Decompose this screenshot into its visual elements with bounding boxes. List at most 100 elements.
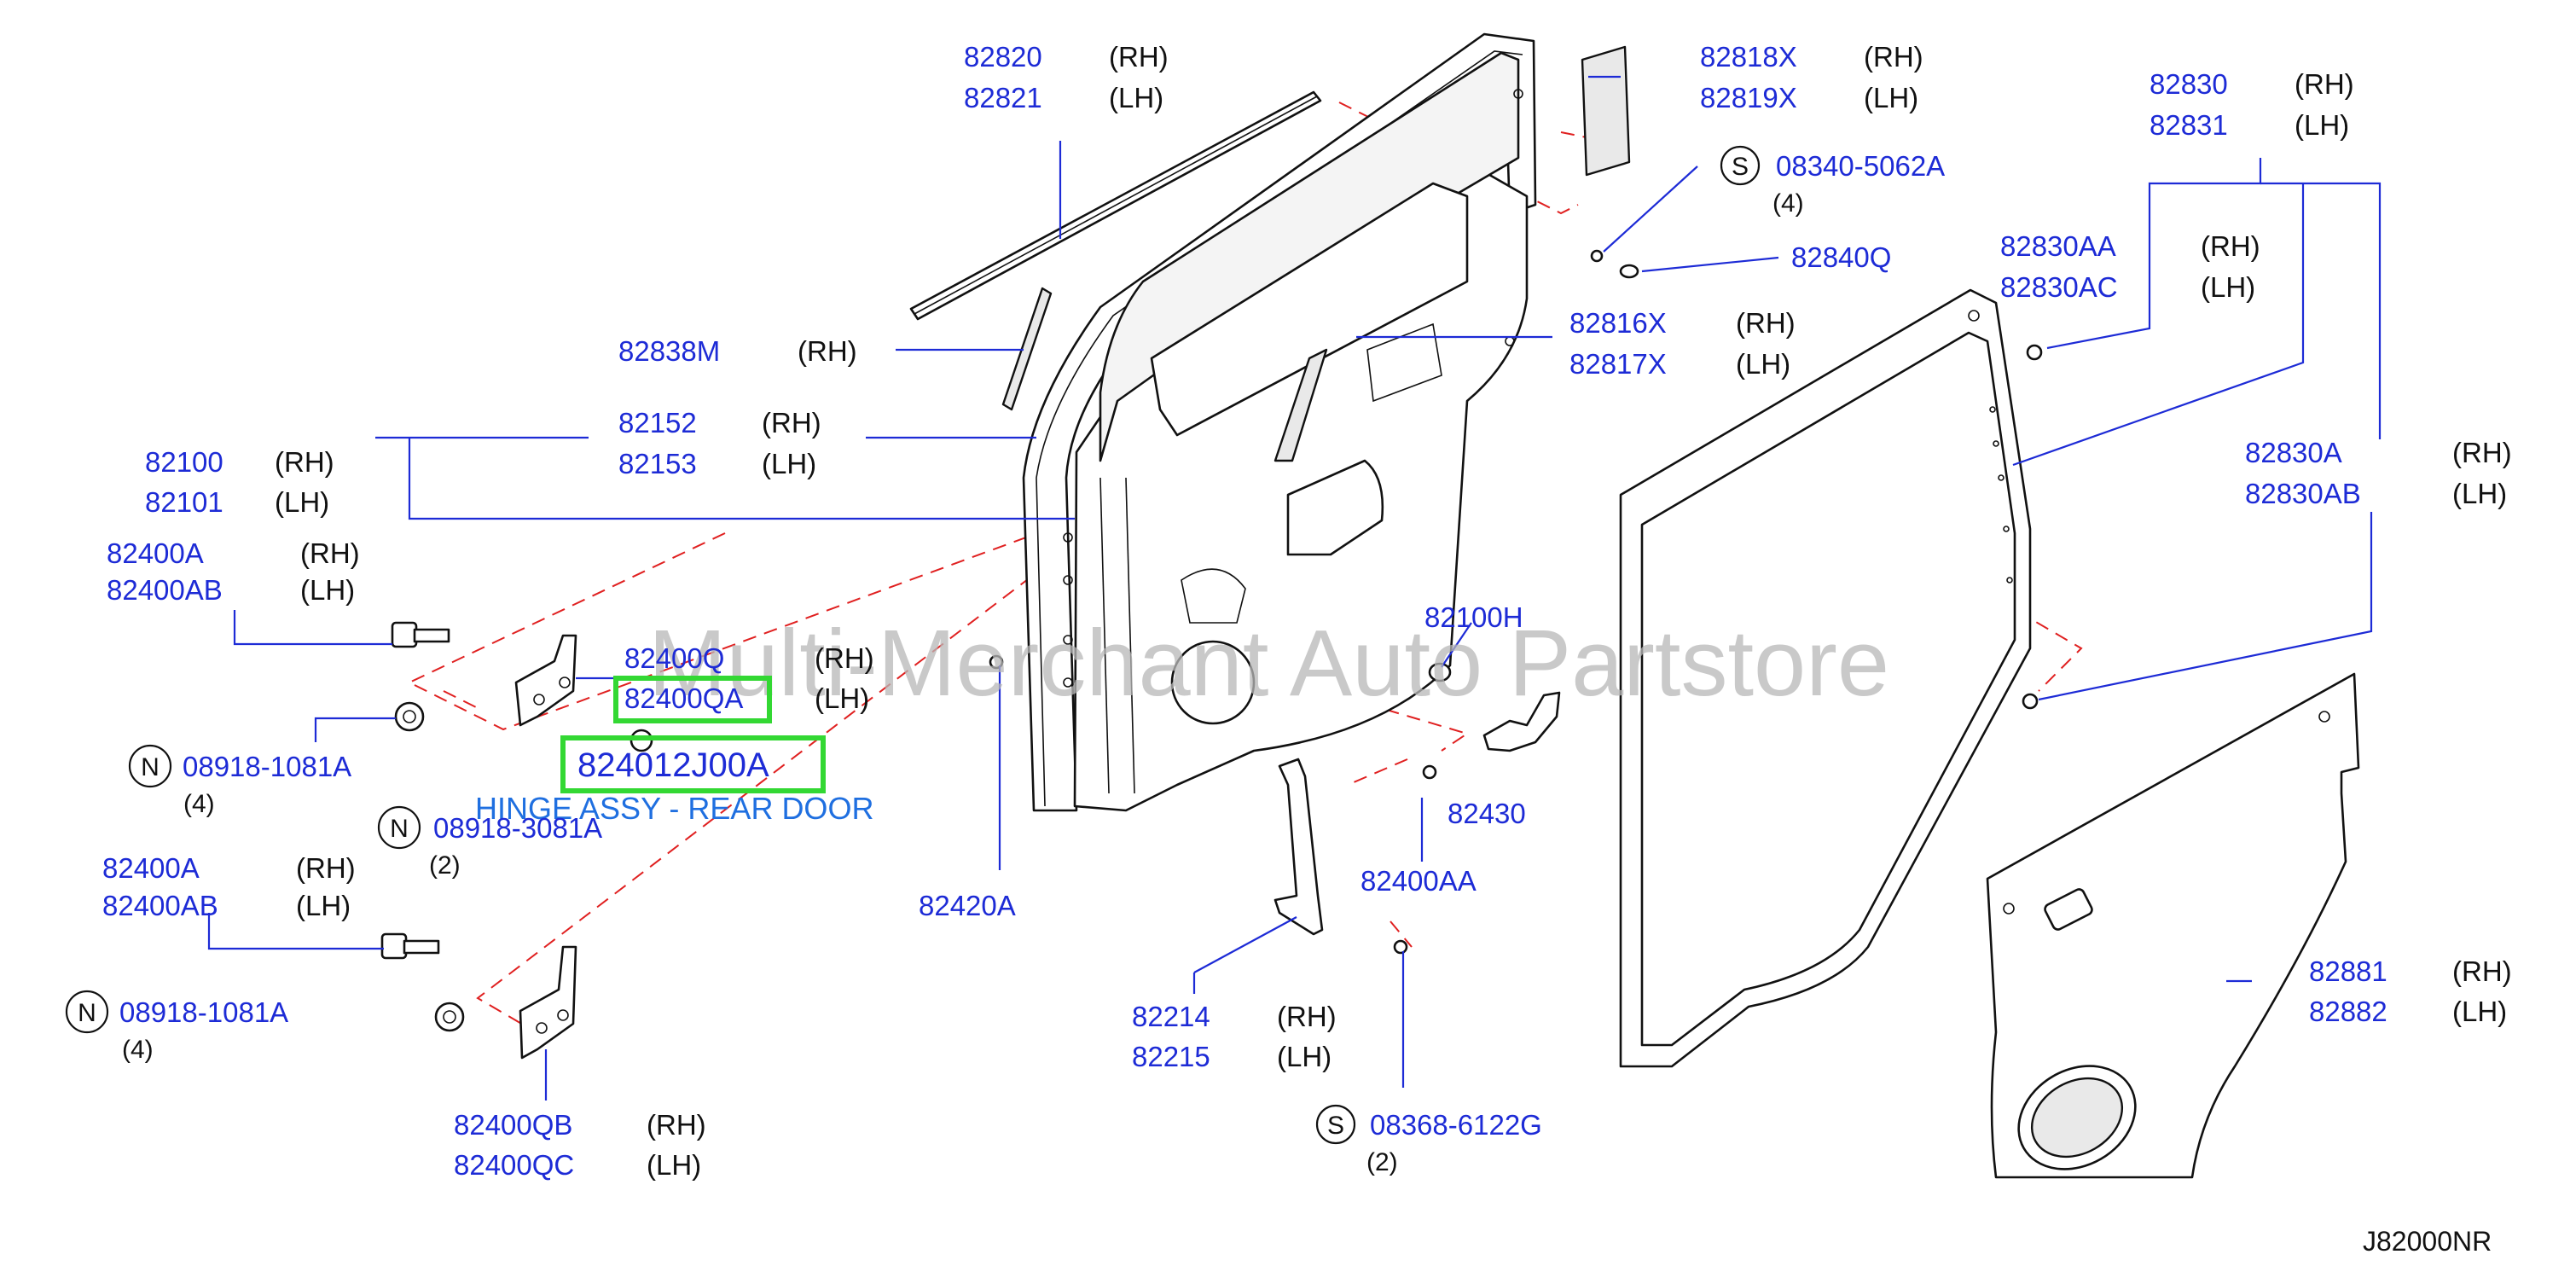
- callout-08340-5062A[interactable]: S 08340-5062A (4): [1720, 145, 1945, 218]
- part-number-82838M[interactable]: 82838M: [618, 335, 720, 367]
- side-label: (LH): [300, 574, 355, 606]
- part-number-82100H[interactable]: 82100H: [1424, 601, 1523, 633]
- callout-82830A[interactable]: 82830A (RH) 82830AB (LH): [2245, 437, 2512, 509]
- part-number-82830[interactable]: 82830: [2150, 68, 2228, 100]
- screw-symbol-icon: [1720, 145, 1761, 186]
- part-number-82830A[interactable]: 82830A: [2245, 437, 2342, 468]
- callout-82881[interactable]: 82881 (RH) 82882 (LH): [2309, 955, 2512, 1027]
- side-label: (LH): [762, 448, 816, 479]
- part-number-82400QA[interactable]: 82400QA: [624, 682, 743, 714]
- screw-symbol-icon: [1315, 1104, 1356, 1145]
- callout-08918-1081A-lower[interactable]: N 08918-1081A (4): [65, 990, 288, 1064]
- clip-82830A: [2022, 693, 2039, 710]
- callout-82820[interactable]: 82820 (RH) 82821 (LH): [964, 41, 1169, 113]
- part-number-82400QC[interactable]: 82400QC: [454, 1149, 574, 1181]
- nut-symbol-letter: N: [390, 815, 409, 843]
- part-number-82400AA[interactable]: 82400AA: [1361, 865, 1477, 897]
- plug-82100H: [1428, 662, 1452, 682]
- callout-82100H[interactable]: 82100H: [1424, 601, 1523, 633]
- part-number-82830AB[interactable]: 82830AB: [2245, 478, 2361, 509]
- leader-lines: [207, 75, 2382, 1100]
- part-number-82400A[interactable]: 82400A: [107, 537, 204, 569]
- part-number-82152[interactable]: 82152: [618, 407, 697, 438]
- watermark: Multi-Merchant Auto Partstore: [648, 611, 1889, 716]
- side-label: (RH): [762, 407, 821, 438]
- part-number-82100[interactable]: 82100: [145, 446, 223, 478]
- part-number-82430[interactable]: 82430: [1448, 798, 1526, 829]
- callout-82830AA[interactable]: 82830AA (RH) 82830AC (LH): [2000, 230, 2260, 303]
- callout-82400A-upper[interactable]: 82400A (RH) 82400AB (LH): [107, 537, 360, 606]
- side-label: (RH): [296, 852, 356, 884]
- part-number-82101[interactable]: 82101: [145, 486, 223, 518]
- callout-82400QB[interactable]: 82400QB (RH) 82400QC (LH): [454, 1109, 706, 1181]
- callout-82430[interactable]: 82430: [1448, 798, 1526, 829]
- side-label: (LH): [2452, 996, 2507, 1027]
- highlight-part[interactable]: 824012J00A HINGE ASSY - REAR DOOR: [475, 735, 873, 826]
- part-number-82215[interactable]: 82215: [1132, 1041, 1210, 1072]
- callout-82152[interactable]: 82152 (RH) 82153 (LH): [618, 407, 821, 479]
- part-number-82840Q[interactable]: 82840Q: [1791, 241, 1891, 273]
- callout-82840Q[interactable]: 82840Q: [1791, 241, 1891, 273]
- nut-08918-upper: [394, 701, 425, 732]
- part-number-82831[interactable]: 82831: [2150, 109, 2228, 141]
- part-number-82214[interactable]: 82214: [1132, 1001, 1210, 1032]
- part-number-82821[interactable]: 82821: [964, 82, 1042, 113]
- part-number-82819X[interactable]: 82819X: [1700, 82, 1797, 113]
- belt-molding-82820: [909, 90, 1322, 321]
- callout-82838M[interactable]: 82838M (RH): [618, 335, 857, 367]
- callout-82420A[interactable]: 82420A: [919, 890, 1016, 921]
- part-number-82400QB[interactable]: 82400QB: [454, 1109, 572, 1141]
- side-label: (RH): [2452, 437, 2512, 468]
- side-label: (RH): [2201, 230, 2260, 262]
- part-number-82830AC[interactable]: 82830AC: [2000, 271, 2118, 303]
- pull-handle-82214: [1273, 758, 1324, 936]
- callout-82816X[interactable]: 82816X (RH) 82817X (LH): [1569, 307, 1796, 380]
- side-label: (RH): [798, 335, 857, 367]
- part-number-82400A[interactable]: 82400A: [102, 852, 200, 884]
- part-number-82882[interactable]: 82882: [2309, 996, 2387, 1027]
- callout-08918-3081A[interactable]: N 08918-3081A (2): [377, 805, 602, 880]
- callout-08368-6122G[interactable]: S 08368-6122G (2): [1315, 1104, 1542, 1176]
- part-number-08918-1081A[interactable]: 08918-1081A: [183, 751, 351, 782]
- side-label: (RH): [647, 1109, 706, 1141]
- callout-82830[interactable]: 82830 (RH) 82831 (LH): [2150, 68, 2354, 141]
- part-number-82400AB[interactable]: 82400AB: [102, 890, 218, 921]
- callout-82818X[interactable]: 82818X (RH) 82819X (LH): [1700, 41, 1923, 113]
- part-number-82817X[interactable]: 82817X: [1569, 348, 1667, 380]
- part-number-82420A[interactable]: 82420A: [919, 890, 1016, 921]
- part-number-82816X[interactable]: 82816X: [1569, 307, 1667, 339]
- part-number-08918-1081A[interactable]: 08918-1081A: [119, 996, 288, 1028]
- callout-82400AA[interactable]: 82400AA: [1361, 865, 1477, 897]
- part-number-82818X[interactable]: 82818X: [1700, 41, 1797, 73]
- screw-symbol-letter: S: [1732, 153, 1749, 181]
- callout-08918-1081A-upper[interactable]: N 08918-1081A (4): [128, 744, 351, 818]
- part-number-82400Q[interactable]: 82400Q: [624, 642, 724, 674]
- side-label: (LH): [275, 486, 329, 518]
- part-number-82820[interactable]: 82820: [964, 41, 1042, 73]
- part-number-82830AA[interactable]: 82830AA: [2000, 230, 2116, 262]
- callout-82100[interactable]: 82100 (RH) 82101 (LH): [145, 446, 334, 518]
- side-label: (LH): [815, 682, 869, 714]
- bolt-82400AA: [1422, 764, 1437, 780]
- part-number-08340-5062A[interactable]: 08340-5062A: [1776, 150, 1945, 182]
- part-number-08368-6122G[interactable]: 08368-6122G: [1370, 1109, 1542, 1141]
- screw-symbol-letter: S: [1327, 1112, 1344, 1140]
- side-label: (LH): [2452, 478, 2507, 509]
- callout-82400Q[interactable]: 82400Q (RH) 82400QA (LH): [613, 642, 874, 723]
- callout-82214[interactable]: 82214 (RH) 82215 (LH): [1132, 1001, 1337, 1072]
- part-number-82881[interactable]: 82881: [2309, 955, 2387, 987]
- part-number-82153[interactable]: 82153: [618, 448, 697, 479]
- side-label: (RH): [2295, 68, 2354, 100]
- nut-symbol-icon: [128, 744, 172, 788]
- diagram-code: J82000NR: [2363, 1226, 2492, 1257]
- part-number-82400AB[interactable]: 82400AB: [107, 574, 223, 606]
- part-number-08918-3081A[interactable]: 08918-3081A: [433, 812, 602, 844]
- side-label: (RH): [1736, 307, 1796, 339]
- screw-08368: [1393, 939, 1408, 955]
- callout-82400A-lower[interactable]: 82400A (RH) 82400AB (LH): [102, 852, 356, 921]
- nut-symbol-letter: N: [141, 753, 160, 781]
- side-label: (LH): [2201, 271, 2255, 303]
- highlight-part-number[interactable]: 824012J00A: [577, 746, 769, 784]
- side-label: (RH): [300, 537, 360, 569]
